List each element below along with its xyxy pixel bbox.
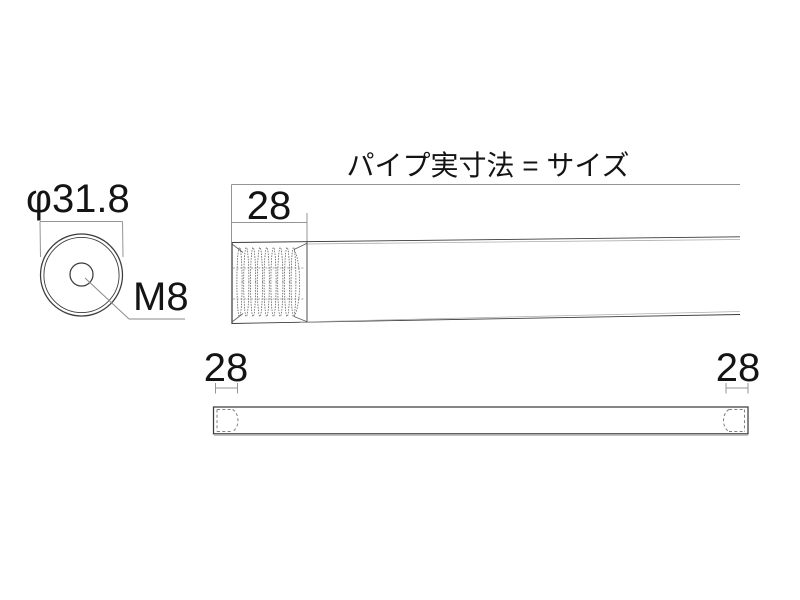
threaded-pipe-view: パイプ実寸法 = サイズ 28 <box>231 150 741 324</box>
plain-pipe-view: 28 28 <box>204 346 761 437</box>
thread-length-label: 28 <box>247 184 292 228</box>
pipe-outer-circle <box>39 233 124 317</box>
right-socket-depth-label: 28 <box>716 346 761 390</box>
diameter-dimension-line <box>39 221 124 258</box>
thread-leader-line <box>84 277 185 320</box>
overall-length-dimension-line <box>231 184 740 242</box>
pipe-wall-inner-circle <box>43 236 120 314</box>
plain-pipe-outline <box>212 406 749 437</box>
left-hidden-socket <box>216 409 239 432</box>
right-hidden-socket <box>723 409 745 432</box>
left-socket-dimension-line <box>215 383 238 394</box>
pipe-size-title: パイプ実寸法 = サイズ <box>346 150 629 181</box>
thread-section <box>231 243 307 323</box>
thread-length-dimension-line <box>231 213 308 242</box>
outer-diameter-label: φ31.8 <box>26 177 130 221</box>
cross-section-view: φ31.8 M8 <box>26 177 189 320</box>
left-socket-depth-label: 28 <box>204 346 249 390</box>
thread-spec-label: M8 <box>133 275 189 319</box>
right-socket-dimension-line <box>725 383 749 394</box>
pipe-body-outline <box>231 236 741 324</box>
thread-hole-circle <box>69 262 94 287</box>
